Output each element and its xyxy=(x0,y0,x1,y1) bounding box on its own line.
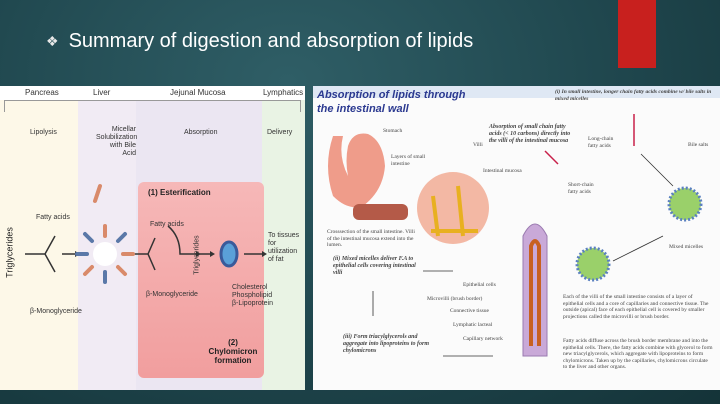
label-lymphatic: Lymphatic lacteal xyxy=(453,322,493,328)
label-cross-section: Crosssection of the small intestine. Vil… xyxy=(327,229,415,249)
pathway-arrows xyxy=(25,184,267,284)
anatomy-illustration xyxy=(328,114,703,357)
paragraph-fatty-acids: Fatty acids diffuse across the brush bor… xyxy=(563,338,713,371)
stage-lipolysis: Lipolysis xyxy=(30,129,57,136)
title-line: the intestinal wall xyxy=(317,103,409,116)
red-accent-block xyxy=(618,0,656,68)
title-line: Absorption of lipids through xyxy=(317,89,466,101)
chylomicron-icon xyxy=(219,240,239,268)
label-microvilli: Microvilli (brush border) xyxy=(427,296,483,302)
label-stomach: Stomach xyxy=(383,128,403,134)
figure-title: Absorption of lipids through the intesti… xyxy=(317,88,465,117)
chylomicron-label: (2) Chylomicron formation xyxy=(208,338,258,366)
label-long-chain: Long-chain fatty acids xyxy=(588,136,614,149)
delivery-text: To tissues for utilization of fat xyxy=(268,232,300,264)
col-liver: Liver xyxy=(93,88,111,97)
label-mucosa: Intestinal mucosa xyxy=(483,168,522,174)
title-text: Summary of digestion and absorption of l… xyxy=(68,30,474,52)
villus-icon xyxy=(522,223,548,357)
micelle-icon xyxy=(75,184,135,284)
fatty-acids-label-2: Fatty acids xyxy=(150,221,184,228)
paragraph-villi: Each of the villi of the small intestine… xyxy=(563,294,709,320)
cross-section-icon xyxy=(417,172,489,244)
label-layers: Layers of small intestine xyxy=(391,154,426,167)
label-mixed-micelles: Mixed micelles xyxy=(669,244,704,250)
chylomicron-components: Cholesterol Phospholipid β-Lipoprotein xyxy=(232,284,273,308)
intestine-icon xyxy=(353,204,408,220)
diamond-bullet-icon: ❖ xyxy=(46,33,59,49)
label-connective: Connective tissue xyxy=(450,308,489,314)
component: β-Lipoprotein xyxy=(232,300,273,308)
esterification-label: (1) Esterification xyxy=(148,188,211,197)
component: Cholesterol xyxy=(232,284,268,291)
label-capillary: Capillary network xyxy=(463,336,503,342)
note-small-chain: Absorption of small chain fatty acids (<… xyxy=(489,124,571,145)
label-epithelial: Epithelial cells xyxy=(463,282,496,288)
note-i: (i) In small intestine, longer chain fat… xyxy=(555,89,712,102)
fatty-acids-label: Fatty acids xyxy=(36,214,70,221)
component: Phospholipid xyxy=(232,292,273,300)
label-villi: Villi xyxy=(473,142,483,148)
stage-absorption: Absorption xyxy=(184,129,218,136)
stomach-icon xyxy=(328,133,385,208)
monoglyceride-label-2: β-Monoglyceride xyxy=(146,291,198,298)
stage-delivery: Delivery xyxy=(267,129,293,136)
monoglyceride-label: β-Monoglyceride xyxy=(30,308,82,315)
note-iii: (iii) Form triacylglycerols and aggregat… xyxy=(343,334,430,355)
intestinal-absorption-diagram: Absorption of lipids through the intesti… xyxy=(313,86,720,390)
col-pancreas: Pancreas xyxy=(25,88,59,97)
slide-title: ❖ Summary of digestion and absorption of … xyxy=(46,30,473,53)
label-bile-salts: Bile salts xyxy=(688,142,709,148)
label-short-chain: Short-chain fatty acids xyxy=(568,182,594,195)
micelle-icon xyxy=(667,186,703,222)
col-jejunal: Jejunal Mucosa xyxy=(170,88,226,97)
note-ii: (ii) Mixed micelles deliver F.A to epith… xyxy=(333,256,416,277)
lipid-digestion-diagram: Pancreas Liver Jejunal Mucosa Lymphatics… xyxy=(0,86,305,390)
col-lymphatics: Lymphatics xyxy=(263,88,304,97)
stage-micellar: Micellar Solubilization with Bile Acid xyxy=(96,126,138,158)
micelle-icon xyxy=(575,246,611,282)
